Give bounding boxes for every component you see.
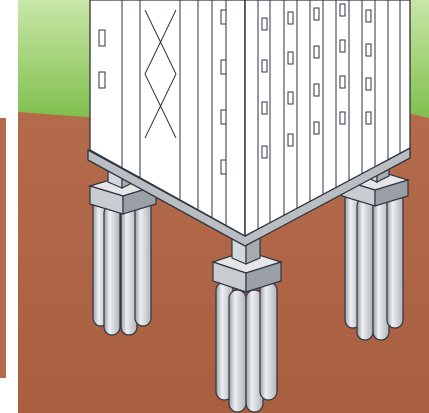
window — [313, 45, 320, 59]
window — [365, 9, 372, 23]
window — [365, 77, 372, 91]
window — [98, 71, 106, 89]
window — [98, 29, 106, 47]
pile — [259, 281, 278, 401]
window — [287, 51, 294, 65]
window — [313, 7, 320, 21]
window — [339, 3, 346, 17]
window — [339, 111, 346, 125]
window — [261, 145, 268, 159]
window — [339, 39, 346, 53]
pile — [228, 289, 247, 413]
window — [287, 91, 294, 105]
building — [87, 0, 411, 247]
window — [220, 9, 227, 25]
right-face-mullions — [257, 0, 401, 229]
window — [261, 59, 268, 73]
window — [220, 109, 227, 125]
window — [261, 101, 268, 115]
right-face-windows — [261, 3, 372, 159]
window — [313, 83, 320, 97]
pile — [103, 204, 121, 336]
window — [339, 75, 346, 89]
window — [287, 11, 294, 25]
window — [313, 121, 320, 135]
left-face-windows — [98, 9, 227, 175]
window — [261, 17, 268, 31]
window — [287, 133, 294, 147]
pile-cap-front-right — [245, 261, 282, 293]
window — [220, 159, 227, 175]
left-face-mullions — [121, 0, 227, 226]
pile — [386, 191, 404, 329]
pile — [356, 197, 374, 341]
window — [220, 59, 227, 75]
pile-group-right — [339, 151, 411, 341]
pile — [134, 199, 152, 327]
pile-cap-front-right — [374, 179, 409, 207]
window — [365, 43, 372, 57]
left-frame-soil-strip — [0, 118, 6, 378]
window — [365, 111, 372, 125]
pile-group-center — [211, 233, 284, 413]
